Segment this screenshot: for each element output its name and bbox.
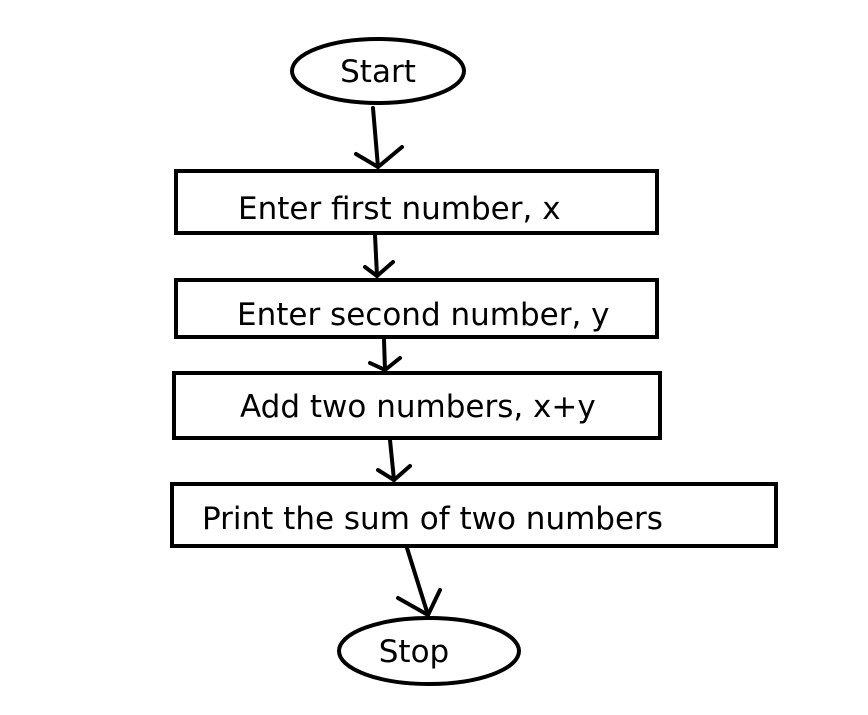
step3-label: Add two numbers, x+y [240, 389, 596, 425]
step2-label: Enter second number, y [237, 297, 610, 333]
stop-node: Stop [337, 616, 521, 686]
arrow-step1-to-step2 [363, 233, 395, 278]
stop-label: Stop [379, 634, 449, 670]
arrow-step3-to-step4 [376, 438, 412, 482]
process-print-sum: Print the sum of two numbers [170, 482, 778, 548]
start-node: Start [290, 37, 466, 105]
process-add-numbers: Add two numbers, x+y [172, 371, 662, 440]
step4-label: Print the sum of two numbers [202, 501, 663, 537]
arrow-start-to-step1 [354, 106, 404, 169]
process-enter-second-number: Enter second number, y [174, 278, 659, 339]
arrow-step4-to-stop [396, 546, 442, 617]
step1-label: Enter first number, x [238, 191, 561, 227]
start-label: Start [340, 54, 416, 90]
arrow-step2-to-step3 [368, 338, 402, 372]
process-enter-first-number: Enter first number, x [174, 169, 659, 235]
